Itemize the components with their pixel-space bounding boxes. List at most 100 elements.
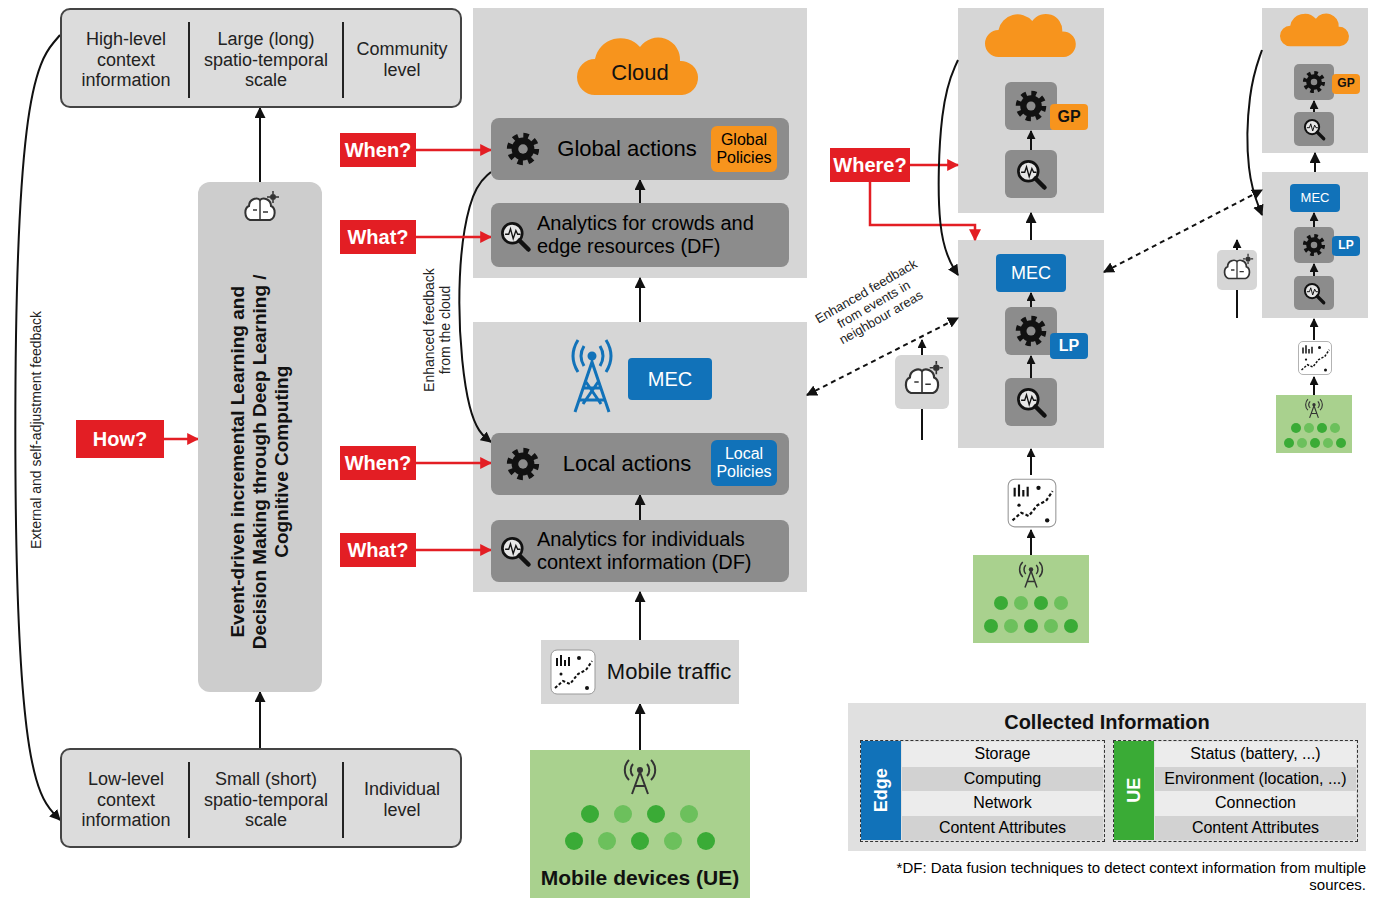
- device-area: [1276, 395, 1352, 453]
- function-icon-box: [1005, 378, 1057, 426]
- analytics-icon: [1305, 120, 1324, 139]
- node-text: Event-driven incremental Learning and De…: [227, 247, 293, 677]
- mini-arrow: [1030, 449, 1032, 475]
- analytics-icon: [502, 223, 528, 564]
- cloud-shape: [985, 14, 1076, 57]
- node-text: Local Policies: [711, 445, 777, 482]
- tower-icon: [573, 340, 611, 372]
- connector: [416, 236, 491, 239]
- mini-arrow: [1313, 213, 1315, 227]
- panel-ground: [1262, 8, 1368, 153]
- question-tag: When?: [340, 446, 416, 480]
- device-dot: [1004, 619, 1018, 633]
- mini-arrow: [1030, 356, 1032, 378]
- text-cell: Where?: [830, 148, 910, 182]
- text-cell: UE: [1114, 741, 1154, 840]
- node-text: LP: [1059, 337, 1079, 355]
- layer-panel: GP: [1262, 8, 1368, 153]
- function-box: Local actions Local Policies: [491, 433, 789, 495]
- node-text: How?: [93, 428, 147, 451]
- connector: [15, 35, 60, 820]
- table-cell: Environment (location, ...): [1155, 767, 1356, 792]
- connector: [416, 149, 491, 152]
- cloud-shape: [577, 13, 1349, 95]
- connector: [870, 182, 975, 240]
- device-dot: [1297, 438, 1307, 448]
- node-text: Mobile devices (UE): [541, 866, 739, 890]
- device-dot: [994, 596, 1008, 610]
- device-dot: [1310, 438, 1320, 448]
- text-cell: What?: [340, 220, 416, 254]
- cell-text: Content Attributes: [939, 819, 1066, 837]
- connector: [639, 495, 641, 520]
- function-icon-box: [1005, 150, 1057, 198]
- context-box: Low-level context informationSmall (shor…: [60, 748, 462, 848]
- traffic-icon: [1299, 342, 1332, 375]
- device-dot: [1014, 596, 1028, 610]
- connector: [416, 549, 491, 552]
- node-text: What?: [347, 539, 408, 562]
- device-dot: [647, 805, 665, 823]
- edge-label: Enhanced feedback from events in neighbo…: [810, 255, 938, 355]
- function-icon-box: [1294, 227, 1334, 263]
- text-cell: LP: [1050, 333, 1088, 359]
- connector: [1104, 190, 1262, 272]
- table-cell: Content Attributes: [902, 816, 1103, 841]
- table-cell: Storage: [902, 742, 1103, 767]
- device-dot: [598, 832, 616, 850]
- node-text: Large (long) spatio-temporal scale: [190, 29, 342, 91]
- device-dot: [631, 832, 649, 850]
- mini-arrow: [1030, 131, 1032, 150]
- cell-text: Content Attributes: [1192, 819, 1319, 837]
- learning-box: Event-driven incremental Learning and De…: [198, 182, 322, 692]
- text-cell: When?: [340, 133, 416, 167]
- tower-icon: [575, 362, 609, 412]
- table-cell: Computing: [902, 767, 1103, 792]
- device-dot: [1323, 438, 1333, 448]
- traffic-icon: [551, 650, 595, 694]
- text-cell: MEC: [1290, 184, 1340, 212]
- connector: [416, 462, 491, 465]
- device-dot: [1284, 438, 1294, 448]
- edge-label: Enhanced feedback from the cloud: [421, 255, 453, 405]
- device-area: [1306, 399, 1323, 418]
- mini-arrow: [922, 101, 1314, 555]
- connector: [164, 438, 198, 441]
- edge-label: External and self-adjustment feedback: [28, 280, 44, 580]
- function-icon-box: [1294, 112, 1334, 146]
- node-text: Individual level: [344, 779, 460, 820]
- node-text: MEC: [648, 368, 692, 391]
- node-text: Global Policies: [711, 131, 777, 168]
- text-cell: LP: [1332, 236, 1360, 256]
- function-box: Analytics for individuals context inform…: [491, 520, 789, 582]
- text-cell: MEC: [628, 358, 712, 400]
- device-area: [1020, 562, 1043, 588]
- tower-icon: [573, 340, 611, 412]
- layer-panel: CloudGlobal actionsGlobal PoliciesAnalyt…: [473, 8, 807, 278]
- panel-ground: [958, 240, 1104, 448]
- device-dot: [1044, 619, 1058, 633]
- question-tag: Where?: [830, 148, 910, 182]
- layer-panel: MECLP: [958, 240, 1104, 448]
- device-dot: [1330, 423, 1340, 433]
- table-cell: Content Attributes: [1155, 816, 1356, 841]
- cell-text: Connection: [1215, 794, 1296, 812]
- question-tag: How?: [76, 420, 164, 458]
- text-cell: Analytics for crowds and edge resources …: [537, 203, 785, 267]
- node-text: What?: [347, 226, 408, 249]
- node-text: When?: [345, 139, 412, 162]
- question-tag: When?: [340, 133, 416, 167]
- tower-icon: [589, 353, 595, 359]
- node-text: Local actions: [563, 451, 691, 476]
- node-text: UE: [1124, 743, 1145, 839]
- analytics-icon: [502, 223, 528, 249]
- footnote: *DF: Data fusion techniques to detect co…: [860, 853, 1366, 899]
- node-text: GP: [1057, 108, 1080, 126]
- connector: [1314, 153, 1316, 172]
- device-dot: [1317, 423, 1327, 433]
- connector: [259, 692, 261, 748]
- gear-icon: [1019, 319, 1042, 342]
- layer-panel: MEC Local actions Local PoliciesAnalytics …: [473, 322, 807, 592]
- table-cell: Status (battery, ...): [1155, 742, 1356, 767]
- node-text: Where?: [833, 154, 906, 177]
